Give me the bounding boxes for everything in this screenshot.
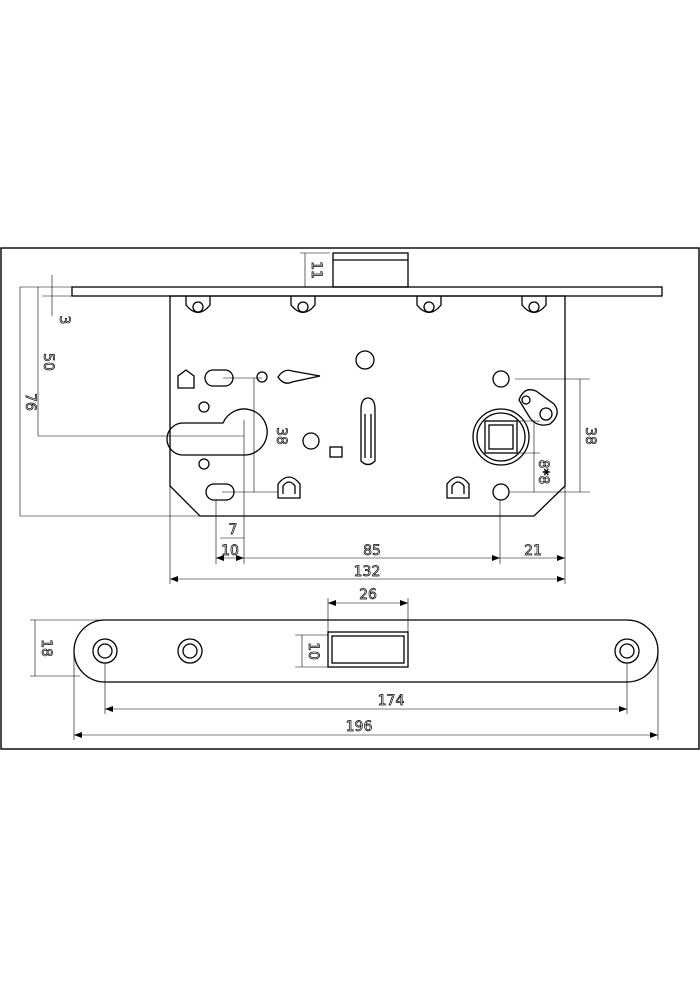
lever-icon xyxy=(177,369,195,389)
dim-handle-height: 50 xyxy=(40,353,56,371)
cam-slot xyxy=(518,389,558,426)
dim-cylinder-height: 76 xyxy=(22,393,38,411)
dim-top-gap: 3 xyxy=(56,316,72,325)
lock-body-arrows xyxy=(170,555,565,582)
drawing-frame xyxy=(0,247,700,750)
dim-hole-offset: 7 xyxy=(229,522,238,538)
lock-body-dimensions xyxy=(19,252,590,584)
bolt-slot xyxy=(360,397,376,466)
dim-backset: 10 xyxy=(221,543,239,559)
dim-hole-spacing: 174 xyxy=(378,693,405,709)
mortise-lock-body xyxy=(71,252,663,517)
mounting-tab xyxy=(521,296,547,314)
spindle-square-hole xyxy=(484,420,518,454)
dim-plate-height: 18 xyxy=(38,639,54,657)
latch-bolt xyxy=(332,252,409,288)
strike-plate-arrows xyxy=(74,600,658,738)
screw-hole xyxy=(177,638,203,664)
spindle-hub xyxy=(472,408,530,466)
dim-opening-height: 10 xyxy=(305,642,321,660)
dim-spindle-square: 8*8 xyxy=(535,460,551,485)
dim-faceplate-offset: 11 xyxy=(308,261,324,279)
dim-cylinder-to-handle: 38 xyxy=(273,427,289,445)
dim-opening-width: 26 xyxy=(359,587,377,603)
bottom-lug xyxy=(446,476,470,499)
dim-body-width: 132 xyxy=(354,564,381,580)
dim-spindle-to-screw: 38 xyxy=(582,427,598,445)
dim-spindle-offset: 21 xyxy=(524,543,542,559)
strike-opening xyxy=(327,631,409,668)
cylinder-hole xyxy=(166,408,268,456)
strike-plate-dimensions xyxy=(30,598,659,740)
mounting-tab xyxy=(185,296,211,314)
mounting-tab xyxy=(290,296,316,314)
latch-lever xyxy=(277,369,321,384)
dim-center-distance: 85 xyxy=(363,543,381,559)
dim-plate-length: 196 xyxy=(346,719,373,735)
spring-post xyxy=(355,350,375,370)
bottom-lug xyxy=(277,476,301,499)
mounting-tab xyxy=(416,296,442,314)
